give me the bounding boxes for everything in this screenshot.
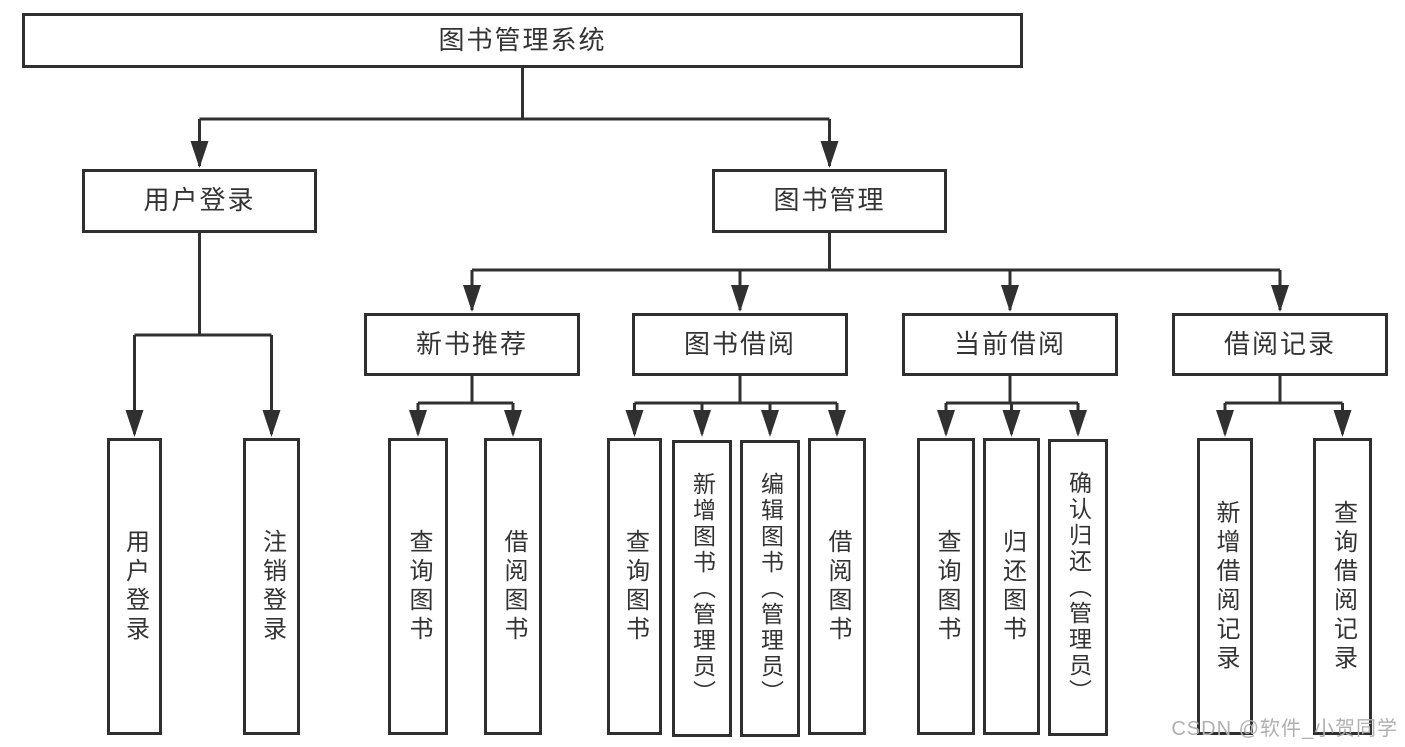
arrowhead-icon <box>693 410 711 437</box>
arrowhead-icon <box>1069 410 1087 437</box>
arrowhead-icon <box>1271 285 1289 312</box>
arrowhead-icon <box>504 410 522 437</box>
arrowheads <box>125 141 1352 437</box>
node-confirm-return-admin: 确认归还（管理员） <box>1048 439 1108 736</box>
arrowhead-icon <box>625 410 644 437</box>
arrowhead-icon <box>820 141 839 168</box>
node-logout: 注销登录 <box>243 438 300 735</box>
node-book-borrowing: 图书借阅 <box>632 313 848 376</box>
node-borrowing-records: 借阅记录 <box>1172 313 1388 376</box>
node-user-login: 用户登录 <box>82 169 317 233</box>
arrowhead-icon <box>262 410 281 437</box>
arrowhead-icon <box>761 410 779 437</box>
node-query-borrow-record: 查询借阅记录 <box>1313 438 1372 735</box>
arrowhead-icon <box>409 410 427 437</box>
node-borrow-books-recommend: 借阅图书 <box>484 438 542 735</box>
node-query-books-recommend: 查询图书 <box>388 438 448 735</box>
arrowhead-icon <box>1333 410 1352 437</box>
csdn-watermark: CSDN @软件_小贺同学 <box>1171 718 1398 740</box>
node-query-books-current: 查询图书 <box>917 438 975 735</box>
arrowhead-icon <box>125 410 144 437</box>
arrowhead-icon <box>1001 285 1019 312</box>
node-book-management: 图书管理 <box>712 169 947 233</box>
arrowhead-icon <box>1002 410 1021 437</box>
node-add-book-admin: 新增图书（管理员） <box>672 440 732 737</box>
node-add-borrow-record: 新增借阅记录 <box>1197 438 1253 735</box>
node-new-book-recommendation: 新书推荐 <box>364 313 580 376</box>
node-library-management-system: 图书管理系统 <box>22 13 1023 68</box>
tree-edges <box>133 68 1344 434</box>
node-borrow-books-leaf: 借阅图书 <box>808 438 866 735</box>
arrowhead-icon <box>937 410 955 437</box>
arrowhead-icon <box>463 285 481 312</box>
node-return-books: 归还图书 <box>983 438 1040 735</box>
node-query-books-borrowing: 查询图书 <box>607 438 662 735</box>
arrowhead-icon <box>190 141 209 168</box>
arrowhead-icon <box>828 410 846 437</box>
node-current-borrowing: 当前借阅 <box>902 313 1118 376</box>
node-edit-book-admin: 编辑图书（管理员） <box>740 440 800 737</box>
node-user-login-leaf: 用户登录 <box>107 438 162 735</box>
arrowhead-icon <box>1216 410 1234 437</box>
arrowhead-icon <box>731 285 749 312</box>
